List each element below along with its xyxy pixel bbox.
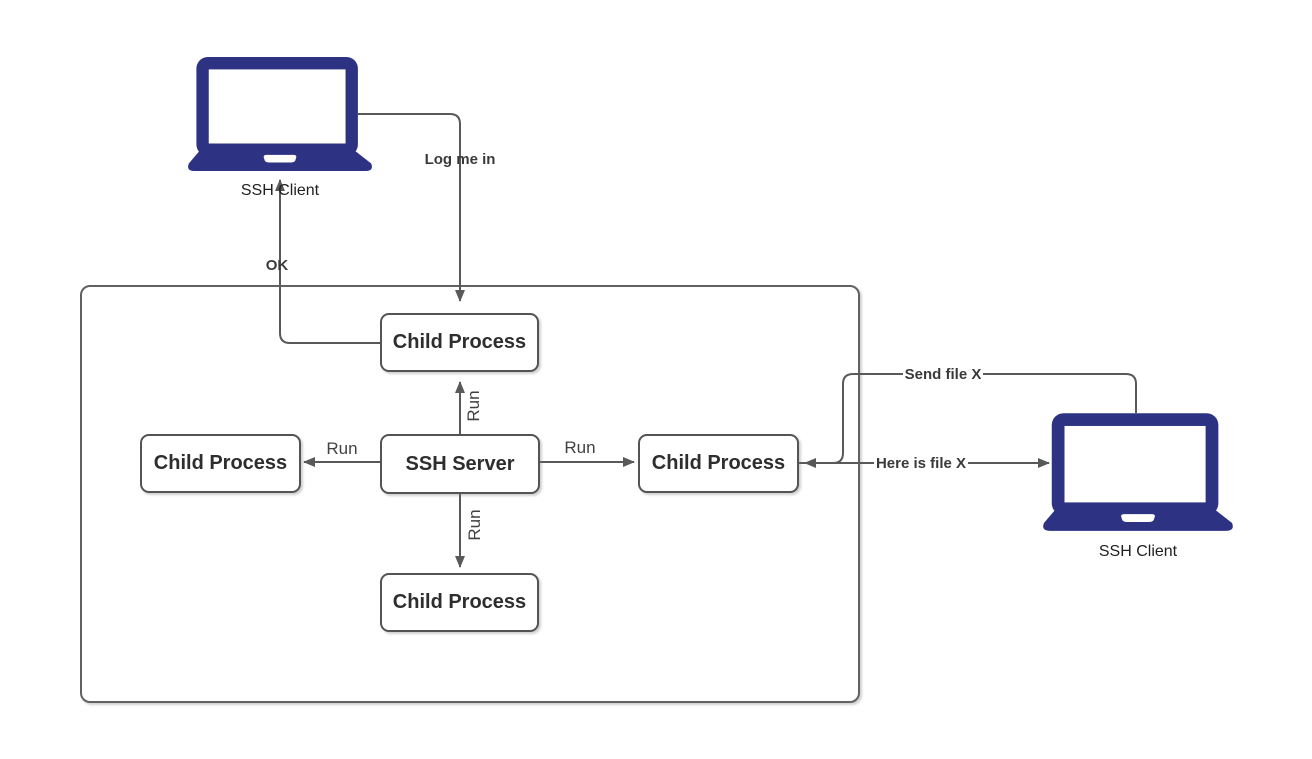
laptop-icon <box>1040 411 1236 535</box>
edge-label-run-down: Run <box>465 509 484 541</box>
edge-label-run-right: Run <box>564 438 596 457</box>
edge-send-file-x <box>804 373 1137 468</box>
edge-label-send-file-x-text: Send file X <box>902 366 984 383</box>
ssh-client-label-right: SSH Client <box>1098 543 1178 560</box>
edge-label-log-me-in: Log me in <box>424 151 496 168</box>
edge-label-here-is-file-x: Here is file X <box>850 455 992 473</box>
ssh-server-node: SSH Server <box>380 434 540 494</box>
ssh-server-label: SSH Server <box>405 452 515 475</box>
ssh-client-label-left: SSH Client <box>240 182 320 199</box>
laptop-icon-svg <box>188 57 372 172</box>
child-process-node-bottom: Child Process <box>380 573 539 632</box>
edge-ok <box>275 179 380 344</box>
child-process-label: Child Process <box>651 452 786 474</box>
child-process-label: Child Process <box>153 452 288 474</box>
child-process-node-right: Child Process <box>638 434 799 493</box>
edge-label-run-up: Run <box>464 390 483 422</box>
edge-label-run-left: Run <box>326 439 358 458</box>
edge-label-ok: OK <box>265 257 289 274</box>
edge-log-me-in <box>358 113 465 302</box>
child-process-label: Child Process <box>392 331 527 353</box>
child-process-label: Child Process <box>392 591 527 613</box>
edge-label-here-is-file-x-text: Here is file X <box>873 455 969 472</box>
laptop-icon-svg <box>1043 413 1233 531</box>
laptop-icon <box>185 53 375 177</box>
edge-label-send-file-x: Send file X <box>882 366 1004 384</box>
child-process-node-left: Child Process <box>140 434 301 493</box>
server-boundary-box <box>80 285 860 703</box>
child-process-node-top: Child Process <box>380 313 539 372</box>
